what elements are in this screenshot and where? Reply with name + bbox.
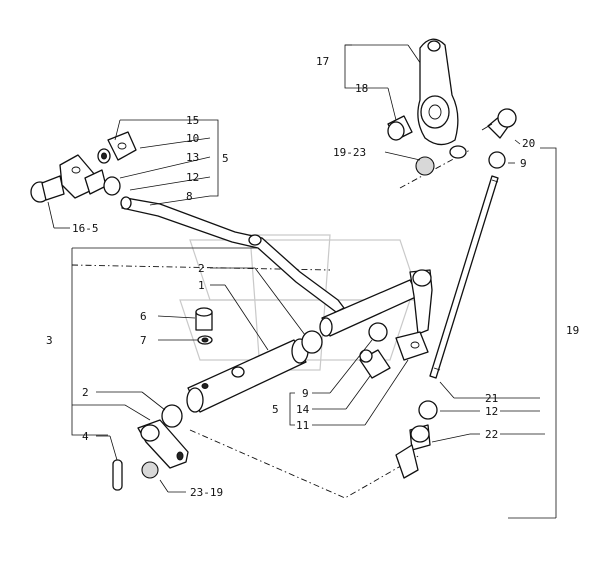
label-4: 4 xyxy=(82,430,89,443)
label-2-upper: 2 xyxy=(198,262,205,275)
part-2-lower-bush xyxy=(161,404,183,428)
part-16-5-pin xyxy=(30,175,65,203)
label-16-5: 16-5 xyxy=(72,222,99,235)
part-17-lever-arm xyxy=(417,38,467,159)
part-4-pin xyxy=(112,459,123,491)
part-23-19-ball xyxy=(141,461,159,479)
part-11-yoke xyxy=(395,331,429,361)
label-17: 17 xyxy=(316,55,329,68)
label-13: 13 xyxy=(186,151,199,164)
callout-labels: 17 18 20 9 19-23 15 10 13 12 8 5 16-5 2 … xyxy=(46,55,579,499)
part-secondary-shaft-arm xyxy=(319,269,433,337)
label-20: 20 xyxy=(522,137,535,150)
label-5-lower: 5 xyxy=(272,403,279,416)
label-19: 19 xyxy=(566,324,579,337)
label-21: 21 xyxy=(485,392,498,405)
label-23-19: 23-19 xyxy=(190,486,223,499)
label-19-23: 19-23 xyxy=(333,146,366,159)
part-19-23-ball xyxy=(415,156,435,176)
label-10: 10 xyxy=(186,132,199,145)
center-lines xyxy=(71,149,471,499)
label-9-lower: 9 xyxy=(302,387,309,400)
label-22: 22 xyxy=(485,428,498,441)
label-8: 8 xyxy=(186,190,193,203)
part-20-ball-joint xyxy=(481,108,517,139)
part-22-lower-ball-joint xyxy=(395,424,431,479)
leader-lines xyxy=(47,87,545,493)
part-9-lower-bush xyxy=(368,322,388,342)
part-10-washer xyxy=(97,148,111,164)
label-7: 7 xyxy=(140,334,147,347)
part-yoke-fork xyxy=(59,154,107,199)
part-13-bush xyxy=(103,176,121,196)
part-6-bolt xyxy=(195,307,213,331)
part-15-plate xyxy=(107,131,137,161)
part-2-upper-bush xyxy=(301,330,323,354)
part-18-bushing xyxy=(387,115,413,141)
label-14: 14 xyxy=(296,403,310,416)
part-7-washer xyxy=(197,335,213,345)
label-5-top: 5 xyxy=(222,152,229,165)
label-9-top: 9 xyxy=(520,157,527,170)
label-18: 18 xyxy=(355,82,368,95)
label-11: 11 xyxy=(296,419,309,432)
label-1: 1 xyxy=(198,279,205,292)
label-12-top: 12 xyxy=(186,171,199,184)
label-3: 3 xyxy=(46,334,53,347)
label-6: 6 xyxy=(140,310,147,323)
part-21-long-rod xyxy=(429,175,499,379)
label-15: 15 xyxy=(186,114,199,127)
label-12-right: 12 xyxy=(485,405,498,418)
part-12-right-bushing xyxy=(418,400,438,420)
part-14-pin xyxy=(359,349,391,379)
part-lower-lever xyxy=(137,419,189,469)
label-2-lower: 2 xyxy=(82,386,89,399)
part-9-top-bush xyxy=(488,151,506,169)
frame-lines xyxy=(71,44,557,519)
part-8-control-rod xyxy=(120,196,345,313)
